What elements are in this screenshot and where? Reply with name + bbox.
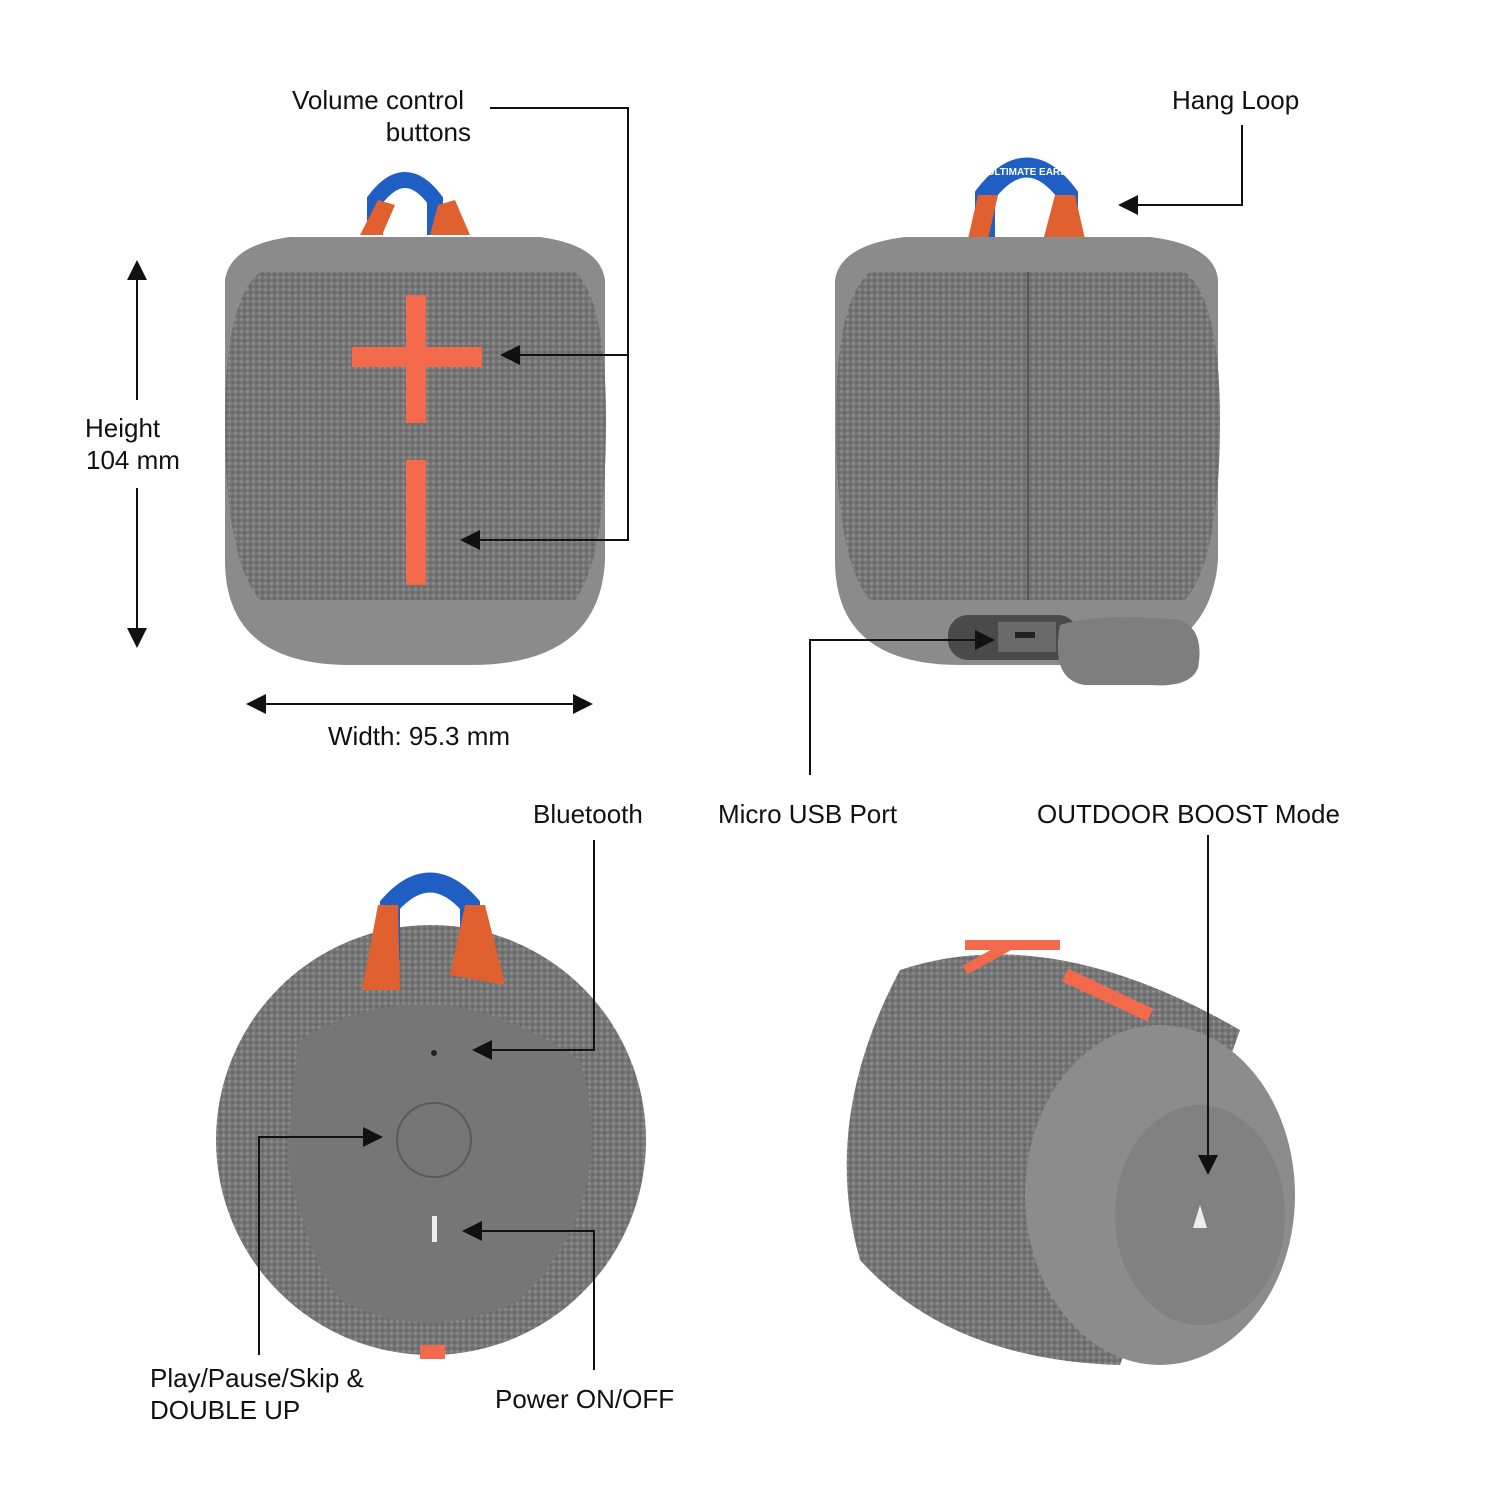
play-label-line2: DOUBLE UP: [150, 1395, 301, 1425]
volume-down-button: [406, 460, 426, 585]
hang-loop: [367, 172, 443, 235]
play-label-line1: Play/Pause/Skip &: [150, 1363, 364, 1393]
speaker-back-view: ULTIMATE EARS: [835, 157, 1220, 686]
height-label-line1: Height: [85, 413, 161, 443]
speaker-top-view: [216, 872, 646, 1359]
width-label: Width: 95.3 mm: [328, 721, 511, 751]
volume-label-line2: buttons: [385, 117, 471, 147]
volume-label-line1: Volume control: [292, 85, 464, 115]
speaker-front-view: [225, 172, 606, 665]
power-label: Power ON/OFF: [495, 1384, 675, 1414]
leader-lines: [127, 107, 1243, 1370]
hang-loop-top: [975, 157, 1078, 250]
outdoor-boost-label: OUTDOOR BOOST Mode: [1037, 799, 1340, 829]
speaker-bottom-angle-view: [846, 940, 1295, 1365]
micro-usb-label: Micro USB Port: [718, 799, 898, 829]
svg-text:ULTIMATE EARS: ULTIMATE EARS: [987, 167, 1067, 178]
outdoor-boost-button: [1193, 1205, 1207, 1228]
play-pause-button: [396, 1102, 472, 1178]
bluetooth-label: Bluetooth: [533, 799, 643, 829]
bluetooth-button: [431, 1050, 437, 1056]
hang-loop-label: Hang Loop: [1172, 85, 1300, 115]
usb-cover-flap: [1057, 616, 1200, 686]
power-button: [432, 1216, 437, 1242]
height-label-line2: 104 mm: [86, 445, 180, 475]
